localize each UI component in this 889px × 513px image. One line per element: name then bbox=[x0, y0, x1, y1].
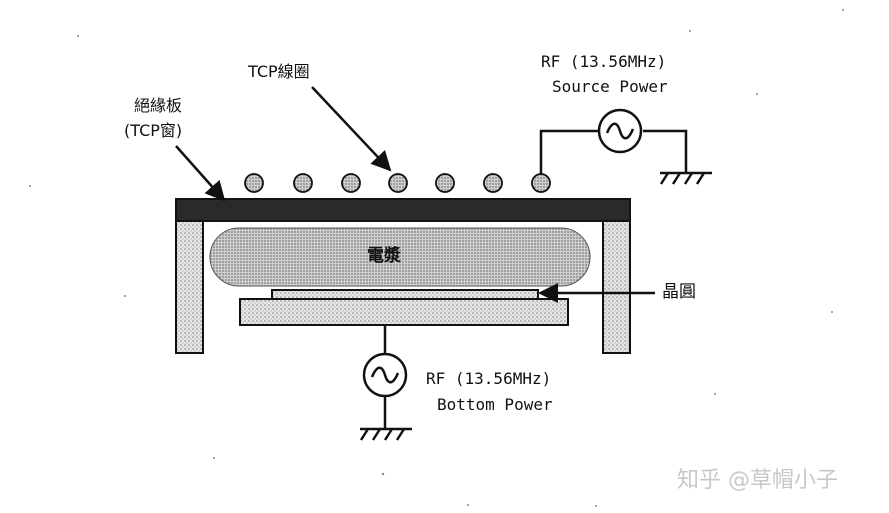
watermark: 知乎 @草帽小子 bbox=[677, 468, 838, 493]
bottom-rf-label-line1: RF (13.56MHz) bbox=[426, 369, 552, 388]
bottom-rf-label-line2: Bottom Power bbox=[437, 395, 553, 414]
bottom-ground-icon bbox=[359, 427, 412, 441]
source-ground-icon bbox=[659, 171, 712, 185]
wafer bbox=[271, 289, 539, 300]
source-rf-label-line1: RF (13.56MHz) bbox=[541, 52, 667, 71]
plasma-region bbox=[209, 227, 591, 287]
tcp-coil-turn bbox=[531, 173, 551, 193]
insulator-plate bbox=[175, 198, 631, 222]
tcp-coil-turn bbox=[244, 173, 264, 193]
insulator-label-line1: 絕緣板 bbox=[134, 96, 183, 115]
tcp-coil-turn bbox=[483, 173, 503, 193]
scan-specks bbox=[29, 9, 844, 507]
tcp-coil-turn bbox=[435, 173, 455, 193]
bottom-rf-circuit bbox=[359, 325, 412, 441]
source-rf-label-line2: Source Power bbox=[552, 77, 668, 96]
tcp-coil-turn bbox=[388, 173, 408, 193]
insulator-label-line2: (TCP窗) bbox=[124, 121, 183, 140]
bottom-electrode bbox=[239, 298, 569, 326]
tcp-coil-arrow bbox=[311, 86, 392, 172]
chamber-right-wall bbox=[602, 200, 631, 354]
wafer-label: 晶圓 bbox=[662, 282, 696, 302]
chamber-left-wall bbox=[175, 200, 204, 354]
plasma-label: 電漿 bbox=[367, 246, 401, 266]
tcp-coil-turn bbox=[293, 173, 313, 193]
source-rf-circuit bbox=[539, 108, 712, 185]
insulator-arrow bbox=[175, 145, 226, 202]
tcp-coil-turn bbox=[341, 173, 361, 193]
tcp-coil-label: TCP線圈 bbox=[248, 62, 310, 81]
tcp-coil-group bbox=[244, 173, 551, 193]
